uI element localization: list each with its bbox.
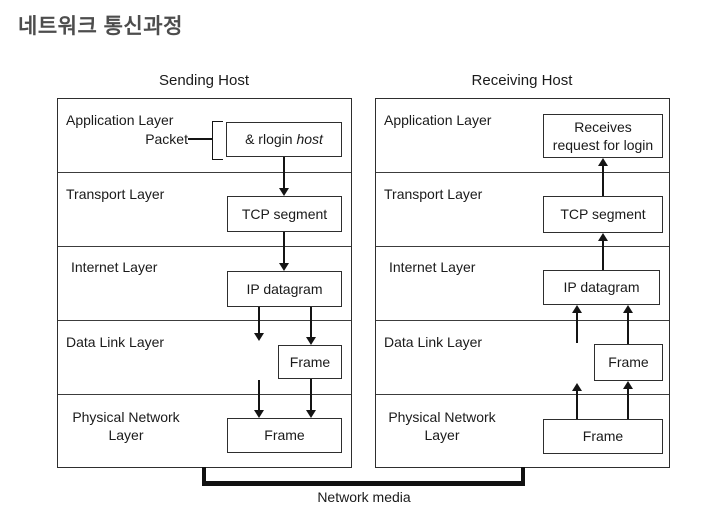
arrow-down-datalink-to-physical-left — [253, 380, 265, 418]
network-media-left-connector — [202, 467, 206, 483]
arrowhead-up-icon — [597, 233, 608, 241]
arrow-up-frame-to-ip — [622, 305, 634, 344]
sending-ip-datagram-box: IP datagram — [227, 271, 342, 307]
network-media-label: Network media — [317, 489, 411, 505]
receiving-internet-layer-label: Internet Layer — [389, 259, 476, 275]
arrowhead-up-icon — [597, 158, 608, 166]
layer-divider — [58, 320, 351, 322]
receives-line2: request for login — [552, 137, 654, 153]
physical-layer-line2: Layer — [424, 427, 460, 444]
layer-divider — [376, 394, 669, 396]
receiving-datalink-frame-box: Frame — [594, 344, 663, 381]
receiving-physical-layer-label: Physical Network Layer — [378, 408, 506, 444]
network-media-right-connector — [521, 467, 525, 483]
receiving-application-layer-label: Application Layer — [384, 112, 492, 128]
sending-datalink-layer-label: Data Link Layer — [66, 334, 165, 350]
arrow-down-tcp-to-ip — [278, 232, 290, 271]
packet-bracket — [212, 121, 223, 160]
arrow-up-physical-to-frame — [622, 381, 634, 419]
arrow-up-physical-to-datalink-left — [571, 383, 583, 419]
arrow-down-frame-to-physical — [305, 379, 317, 418]
layer-divider — [58, 246, 351, 248]
arrow-up-datalink-to-ip-left — [571, 305, 583, 343]
page-title: 네트워크 통신과정 — [18, 15, 183, 38]
rlogin-command-box: & rlogin host — [226, 122, 342, 157]
receiving-host-header: Receiving Host — [471, 72, 573, 89]
arrowhead-down-icon — [253, 333, 264, 341]
layer-divider — [58, 394, 351, 396]
sending-internet-layer-label: Internet Layer — [71, 259, 158, 275]
sending-transport-layer-label: Transport Layer — [66, 186, 165, 202]
arrowhead-down-icon — [253, 410, 264, 418]
layer-divider — [376, 246, 669, 248]
arrowhead-down-icon — [305, 337, 316, 345]
sending-physical-frame-box: Frame — [227, 418, 342, 453]
arrowhead-down-icon — [305, 410, 316, 418]
sending-host-header: Sending Host — [158, 72, 250, 89]
arrowhead-up-icon — [622, 381, 633, 389]
layer-divider — [376, 172, 669, 174]
sending-physical-layer-label: Physical Network Layer — [62, 408, 190, 444]
physical-layer-line1: Physical Network — [72, 409, 180, 425]
receiving-physical-frame-box: Frame — [543, 419, 663, 454]
arrowhead-up-icon — [622, 305, 633, 313]
rlogin-host-arg: host — [296, 131, 323, 148]
rlogin-prefix: & rlogin — [245, 131, 293, 148]
arrow-down-ip-to-datalink-left — [253, 307, 265, 341]
sending-datalink-frame-box: Frame — [278, 345, 342, 379]
receiving-datalink-layer-label: Data Link Layer — [384, 334, 483, 350]
receiving-transport-layer-label: Transport Layer — [384, 186, 483, 202]
arrowhead-down-icon — [278, 263, 289, 271]
arrow-up-ip-to-tcp — [597, 233, 609, 270]
physical-layer-line1: Physical Network — [388, 409, 496, 425]
arrow-down-ip-to-frame — [305, 307, 317, 345]
layer-divider — [58, 172, 351, 174]
receives-line1: Receives — [574, 118, 632, 135]
packet-connector-line — [188, 138, 212, 140]
receiving-tcp-segment-box: TCP segment — [543, 196, 663, 233]
arrow-down-app-to-tcp — [278, 157, 290, 196]
packet-label: Packet — [145, 131, 188, 147]
arrowhead-up-icon — [571, 383, 582, 391]
network-media-bar — [202, 481, 525, 486]
layer-divider — [376, 320, 669, 322]
sending-tcp-segment-box: TCP segment — [227, 196, 342, 232]
sending-application-layer-label: Application Layer — [66, 112, 174, 128]
physical-layer-line2: Layer — [108, 427, 144, 444]
receiving-ip-datagram-box: IP datagram — [543, 270, 660, 305]
arrowhead-down-icon — [278, 188, 289, 196]
arrow-up-tcp-to-app — [597, 158, 609, 196]
receives-request-box: Receives request for login — [543, 114, 663, 158]
arrowhead-up-icon — [571, 305, 582, 313]
